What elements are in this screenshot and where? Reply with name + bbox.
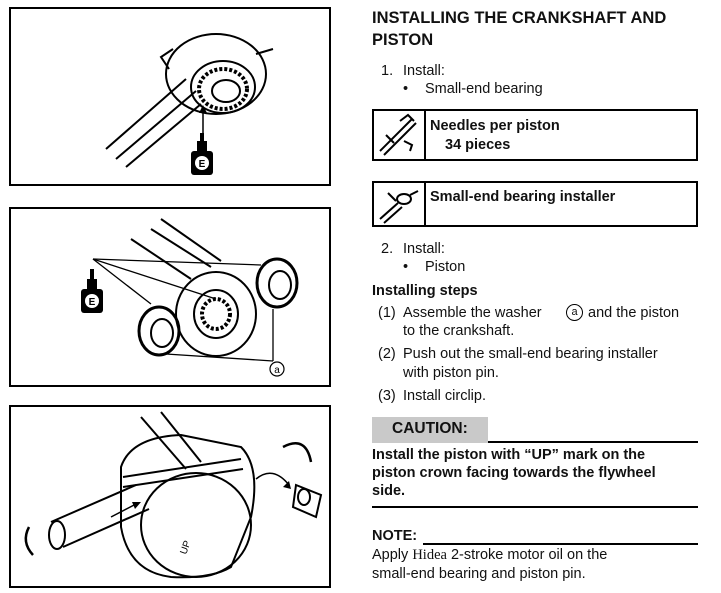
spec-installer-label: Small-end bearing installer — [430, 189, 616, 205]
step-text: and the piston — [588, 305, 680, 321]
spec-box-installer: Small-end bearing installer — [372, 181, 698, 227]
note-text: 2-stroke motor oil on the — [450, 547, 608, 563]
brand-name: Hidea — [412, 547, 447, 563]
step-num: (1) — [378, 305, 396, 321]
special-tool-icon — [374, 183, 426, 225]
note-text: Apply — [372, 547, 409, 563]
caution-badge: CAUTION: — [372, 417, 488, 443]
figure-small-end-bearing: E — [9, 7, 331, 186]
step-text: with piston pin. — [403, 365, 499, 381]
step1-number: 1. — [381, 63, 394, 79]
step1-bullet: • — [403, 81, 409, 97]
piston-up-mark: UP — [178, 539, 193, 556]
section-heading: INSTALLING THE CRANKSHAFT AND PISTON — [372, 9, 667, 49]
spec-needles-value: 34 pieces — [445, 137, 511, 153]
caution-text-line: side. — [372, 483, 406, 499]
step-num: (3) — [378, 388, 396, 404]
caliper-icon — [374, 111, 426, 159]
installing-steps-title: Installing steps — [372, 283, 478, 299]
spec-needles-label: Needles per piston — [430, 118, 560, 134]
washer-callout-marker: a — [566, 304, 583, 321]
caution-label: CAUTION: — [392, 420, 468, 437]
step2-bullet: • — [403, 259, 409, 275]
step-text: to the crankshaft. — [403, 323, 515, 339]
caution-bottom-rule — [372, 506, 698, 508]
callout-label: a — [274, 365, 280, 376]
oil-mark-label: E — [199, 159, 206, 170]
step-text: Assemble the washer — [403, 305, 542, 321]
piston-assembly-illustration: UP — [24, 411, 323, 579]
callout-circle — [269, 361, 285, 377]
oil-can-icon — [81, 269, 103, 313]
caution-text-line: Install the piston with “UP” mark on the — [372, 447, 646, 463]
note-text-line2: small-end bearing and piston pin. — [372, 566, 586, 582]
oil-can-icon — [191, 133, 213, 175]
small-end-bearing-illustration: E — [105, 33, 274, 175]
step2-label: Install: — [403, 241, 445, 257]
step-text: Install circlip. — [403, 388, 486, 404]
washer-assembly-illustration: E a — [81, 218, 299, 377]
oil-mark-label: E — [89, 297, 96, 308]
step-text: Push out the small-end bearing installer — [403, 346, 658, 362]
step2-number: 2. — [381, 241, 394, 257]
step2-item: Piston — [425, 259, 466, 275]
spec-box-needles: Needles per piston 34 pieces — [372, 109, 698, 161]
note-rule — [423, 543, 698, 545]
note-label: NOTE: — [372, 528, 418, 544]
figure-piston-assembly: UP — [9, 405, 331, 588]
step1-label: Install: — [403, 63, 445, 79]
caution-rule — [488, 441, 698, 443]
caution-text-line: piston crown facing towards the flywheel — [372, 465, 656, 481]
step1-item: Small-end bearing — [425, 81, 543, 97]
note-text-line1: Apply Hidea 2-stroke motor oil on the — [372, 546, 607, 565]
step-num: (2) — [378, 346, 396, 362]
figure-washers: E a — [9, 207, 331, 387]
